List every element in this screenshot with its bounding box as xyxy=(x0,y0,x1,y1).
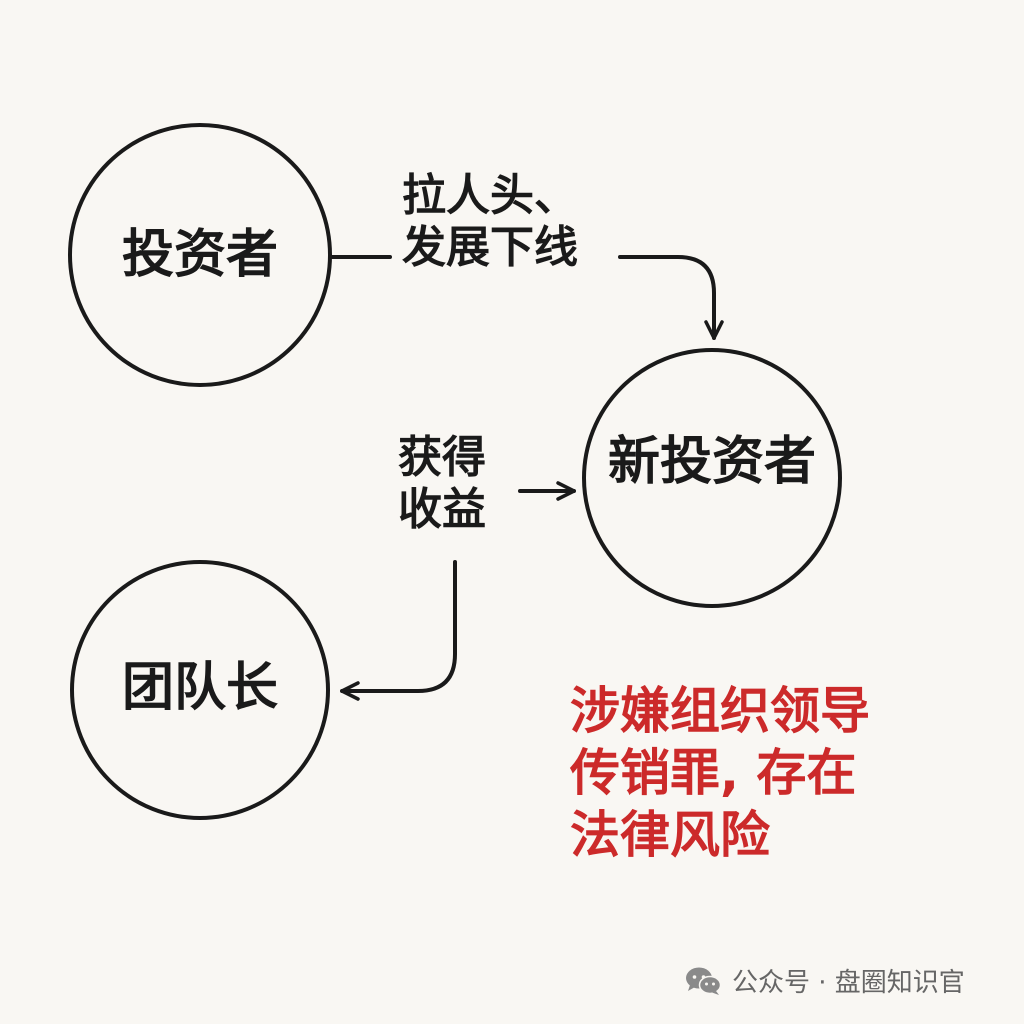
earnings-to-team-leader-arrow xyxy=(340,560,457,701)
investor-label: 投资者 xyxy=(121,225,279,285)
earnings-edge-label: 获得 收益 xyxy=(398,432,486,536)
recruit-edge-arrow xyxy=(618,255,724,340)
legal-risk-warning: 涉嫌组织领导 传销罪, 存在 法律风险 xyxy=(570,680,870,866)
earnings-edge-label-line: 获得 xyxy=(398,432,486,483)
watermark: 公众号 · 盘圈知识官 xyxy=(684,962,965,999)
wechat-icon xyxy=(686,967,722,995)
new-investor-node xyxy=(582,348,842,608)
team-leader-label: 团队长 xyxy=(121,658,279,718)
warning-line: 法律风险 xyxy=(570,806,770,864)
warning-line: 传销罪, 存在 xyxy=(570,744,857,802)
new-investor-label: 新投资者 xyxy=(607,432,817,492)
recruit-edge-label-line: 发展下线 xyxy=(402,222,578,273)
watermark-text: 公众号 · 盘圈知识官 xyxy=(732,968,965,998)
team-leader-node xyxy=(70,560,330,820)
recruit-edge-label: 拉人头、 发展下线 xyxy=(402,170,578,274)
earnings-edge-label-line: 收益 xyxy=(398,484,486,535)
warning-line: 涉嫌组织领导 xyxy=(570,682,870,740)
recruit-edge-label-line: 拉人头、 xyxy=(402,170,578,221)
